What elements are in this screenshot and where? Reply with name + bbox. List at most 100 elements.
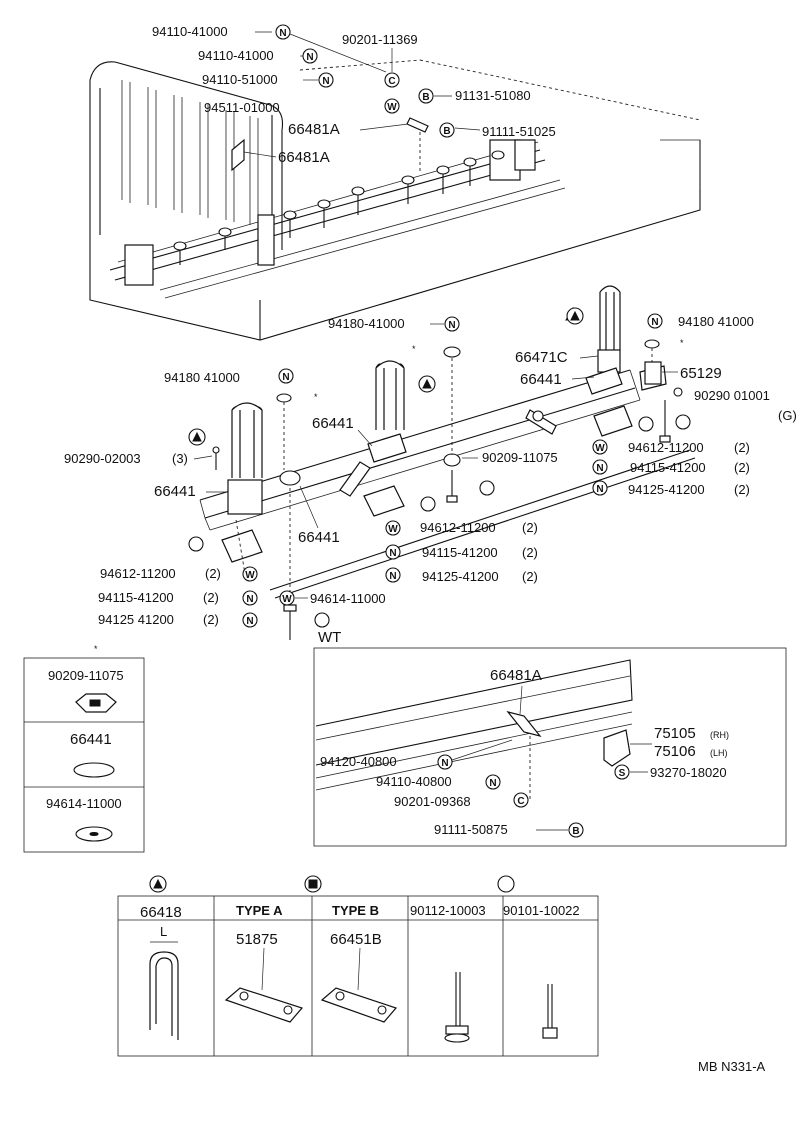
- svg-text:N: N: [389, 571, 396, 582]
- label-66441-b: 66441: [312, 415, 354, 432]
- legend-90112-10003: 90112-10003: [410, 903, 486, 918]
- label-75105: 75105: [654, 725, 696, 742]
- label-90201-09368: 90201-09368: [394, 794, 471, 809]
- svg-text:W: W: [595, 443, 605, 454]
- legend-90209-11075: 90209-11075: [48, 668, 124, 683]
- svg-text:(LH): (LH): [710, 748, 728, 758]
- svg-text:B: B: [443, 126, 450, 137]
- label-75106: 75106: [654, 743, 696, 760]
- svg-text:N: N: [448, 320, 455, 331]
- label-66481A-a: 66481A: [288, 121, 340, 138]
- top-labels: 94110-41000 N 94110-41000 N 94110-51000 …: [152, 24, 556, 166]
- label-94110-40800: 94110-40800: [376, 774, 452, 789]
- label-94180-41000-b: 94180 41000: [164, 370, 240, 385]
- svg-text:(2): (2): [522, 520, 538, 535]
- label-94115-41200-a: 94115-41200: [98, 590, 174, 605]
- legend-94614-11000: 94614-11000: [46, 796, 122, 811]
- label-94125-41200-b: 94125-41200: [422, 569, 499, 584]
- truck-bed-drawing: [89, 59, 701, 341]
- legend-type-b: TYPE B: [332, 903, 379, 918]
- frame-drawing: [199, 285, 696, 640]
- label-91111-50875: 91111-50875: [434, 822, 508, 837]
- legend-90101-10022: 90101-10022: [503, 903, 580, 918]
- label-90290-02003: 90290-02003: [64, 451, 141, 466]
- svg-text:(3): (3): [172, 451, 188, 466]
- label-94511-01000: 94511-01000: [204, 100, 280, 115]
- label-94125-41200-c: 94125-41200: [628, 482, 705, 497]
- svg-text:(2): (2): [522, 545, 538, 560]
- svg-text:C: C: [388, 76, 395, 87]
- bed-bolts: [173, 150, 505, 265]
- label-94612-11200-c: 94612-11200: [628, 440, 704, 455]
- label-91111-51025: 91111-51025: [482, 124, 556, 139]
- svg-text:N: N: [322, 76, 329, 87]
- svg-text:W: W: [282, 594, 292, 605]
- label-94614-11000: 94614-11000: [310, 591, 386, 606]
- label-94612-11200-a: 94612-11200: [100, 566, 176, 581]
- left-legend-box: 90209-11075 66441 94614-11000: [23, 657, 145, 853]
- bottom-legend-table: 66418 TYPE A TYPE B 90112-10003 90101-10…: [117, 875, 599, 1057]
- svg-text:N: N: [441, 758, 448, 769]
- label-93270-18020: 93270-18020: [650, 765, 727, 780]
- svg-text:N: N: [246, 594, 253, 605]
- svg-text:C: C: [517, 796, 524, 807]
- right-detail-box: 66481A 94120-40800 N 94110-40800 N 90201…: [313, 647, 787, 847]
- legend-66441: 66441: [70, 731, 112, 748]
- svg-text:N: N: [389, 548, 396, 559]
- label-66481A-detail: 66481A: [490, 667, 542, 684]
- svg-text:W: W: [387, 102, 397, 113]
- legend-51875: 51875: [236, 931, 278, 948]
- label-90201-11369: 90201-11369: [342, 32, 418, 47]
- label-66471C: 66471C: [515, 349, 568, 366]
- svg-text:(2): (2): [522, 569, 538, 584]
- svg-text:(G): (G): [778, 408, 797, 423]
- label-66441-a: 66441: [520, 371, 562, 388]
- svg-text:N: N: [596, 463, 603, 474]
- label-91131-51080: 91131-51080: [455, 88, 531, 103]
- label-94110-41000-b: 94110-41000: [198, 48, 274, 63]
- diagram-code: MB N331-A: [698, 1059, 766, 1074]
- label-94110-51000: 94110-51000: [202, 72, 278, 87]
- label-94180-41000-a: 94180-41000: [328, 316, 405, 331]
- label-94115-41200-c: 94115-41200: [630, 460, 706, 475]
- svg-text:*: *: [314, 392, 318, 402]
- svg-text:B: B: [422, 92, 429, 103]
- svg-text:L: L: [160, 924, 167, 939]
- label-90209-11075: 90209-11075: [482, 450, 558, 465]
- svg-text:(2): (2): [205, 566, 221, 581]
- label-94120-40800: 94120-40800: [320, 754, 397, 769]
- svg-text:N: N: [489, 778, 496, 789]
- svg-text:*: *: [94, 644, 98, 654]
- svg-text:N: N: [651, 317, 658, 328]
- label-66481A-b: 66481A: [278, 149, 330, 166]
- middle-labels: 94180-41000 N * 94180 41000 N * N 94180 …: [64, 307, 797, 654]
- svg-text:(2): (2): [203, 612, 219, 627]
- legend-66451B: 66451B: [330, 931, 382, 948]
- svg-text:W: W: [388, 524, 398, 535]
- svg-text:B: B: [572, 826, 579, 837]
- svg-text:N: N: [306, 52, 313, 63]
- legend-66418: 66418: [140, 904, 182, 921]
- label-90290-01001: 90290 01001: [694, 388, 770, 403]
- legend-type-a: TYPE A: [236, 903, 283, 918]
- label-94115-41200-b: 94115-41200: [422, 545, 498, 560]
- svg-text:N: N: [596, 484, 603, 495]
- svg-text:(2): (2): [734, 460, 750, 475]
- svg-text:N: N: [279, 28, 286, 39]
- label-66441-d: 66441: [298, 529, 340, 546]
- svg-text:(2): (2): [203, 590, 219, 605]
- label-94125-41200-a: 94125 41200: [98, 612, 174, 627]
- label-66441-c: 66441: [154, 483, 196, 500]
- svg-text:N: N: [282, 372, 289, 383]
- svg-text:(RH): (RH): [710, 730, 729, 740]
- label-94110-41000-a: 94110-41000: [152, 24, 228, 39]
- label-wt: WT: [318, 629, 341, 646]
- svg-text:*: *: [680, 338, 684, 348]
- svg-text:(2): (2): [734, 482, 750, 497]
- svg-text:(2): (2): [734, 440, 750, 455]
- svg-text:N: N: [246, 616, 253, 627]
- svg-text:*: *: [412, 344, 416, 354]
- svg-text:S: S: [619, 768, 626, 779]
- label-65129: 65129: [680, 365, 722, 382]
